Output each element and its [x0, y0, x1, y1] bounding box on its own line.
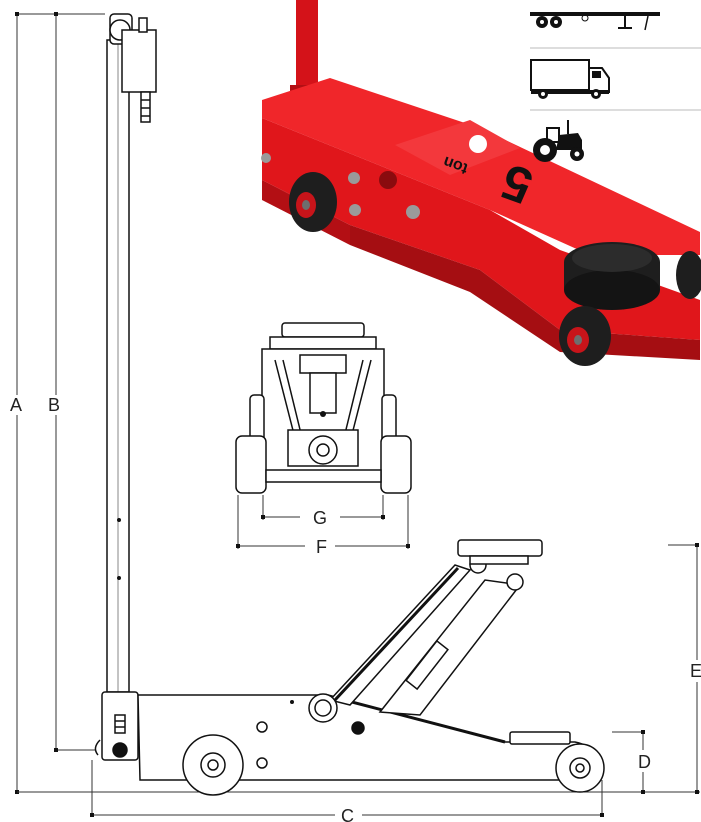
dimension-lines: A B C D E	[10, 12, 701, 822]
dim-label-g: G	[313, 508, 327, 528]
dim-label-d: D	[638, 752, 651, 772]
dim-label-b: B	[48, 395, 60, 415]
front-view-wheel-left	[235, 435, 267, 494]
dim-label-a: A	[10, 395, 22, 415]
front-view-drawing	[235, 322, 412, 494]
red-jack-handle	[296, 0, 318, 95]
truck-icon	[530, 59, 610, 99]
trailer-icon	[530, 12, 660, 31]
dim-label-f: F	[316, 537, 327, 557]
side-view-drawing	[94, 13, 605, 796]
saddle	[457, 539, 543, 557]
red-jack-illustration: 5 ton	[261, 0, 701, 366]
dim-label-e: E	[690, 661, 701, 681]
tractor-icon	[533, 120, 584, 162]
dim-label-c: C	[341, 806, 354, 822]
vehicle-icons	[530, 12, 701, 162]
front-view-wheel-right	[380, 435, 412, 494]
